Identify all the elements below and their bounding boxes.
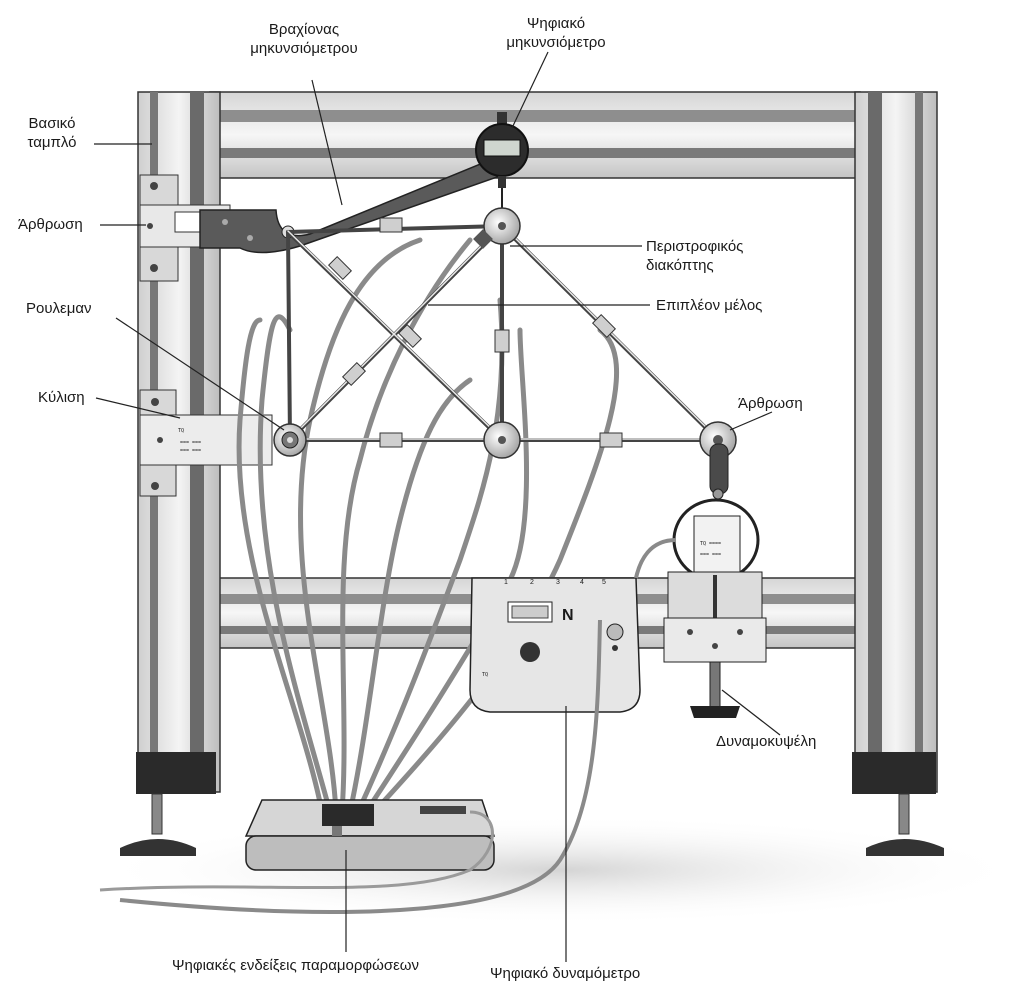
label-load-cell: Δυναμοκυψέλη — [716, 733, 817, 750]
strain-gauge-sleeves — [327, 217, 623, 448]
joint-hub-bottom — [483, 421, 521, 459]
force-display-unit: TQ — [469, 577, 641, 713]
bolt-icon — [150, 264, 158, 272]
foot-icon — [120, 793, 196, 856]
joint-hub-top — [473, 207, 521, 249]
knob-icon — [520, 642, 540, 662]
channel-number: 5 — [602, 579, 606, 586]
bolt-icon — [712, 643, 718, 649]
channel-number: 2 — [530, 579, 534, 586]
channel-number: 3 — [556, 579, 560, 586]
top-beam — [209, 91, 861, 179]
svg-text:=== ===: === === — [180, 448, 201, 454]
leader-bracket-arm — [311, 79, 343, 206]
label-strain-display: Ψηφιακές ενδείξεις παραμορφώσεων — [172, 957, 420, 974]
svg-text:TQ ====: TQ ==== — [700, 541, 721, 547]
label-rotary-switch: Περιστροφικός διακόπτης — [646, 238, 744, 274]
label-bearing: Ρουλεμαν — [26, 300, 92, 317]
leader-joint-right — [729, 411, 773, 431]
leader-bearing — [115, 317, 285, 431]
load-cell-cable — [634, 538, 677, 579]
bolt-icon — [147, 223, 153, 229]
label-force-meter: Ψηφιακό δυναμόμετρο — [490, 965, 641, 982]
bolt-icon — [247, 235, 253, 241]
label-roller: Κύλιση — [38, 389, 85, 406]
strain-display-unit — [244, 799, 496, 871]
svg-text:TQ: TQ — [178, 428, 184, 434]
leader-roller — [95, 397, 181, 419]
force-unit-label: N — [562, 607, 574, 624]
leader-lines — [94, 51, 781, 962]
label-base-panel: Βασικό ταμπλό — [27, 115, 77, 151]
leader-load-cell — [721, 689, 781, 736]
rotary-switch-knob — [473, 229, 493, 249]
bolt-icon — [150, 182, 158, 190]
foot-icon — [866, 793, 944, 856]
bolt-icon — [157, 437, 163, 443]
label-joint-left: Άρθρωση — [18, 216, 83, 233]
sensor-cables — [236, 237, 620, 815]
bearing-hub-left — [273, 423, 307, 457]
right-post — [852, 91, 938, 794]
dial-gauge-icon — [475, 112, 529, 210]
label-extra-member: Επιπλέον μέλος — [656, 297, 763, 314]
channel-number: 4 — [580, 579, 584, 586]
label-digital-gauge: Ψηφιακό μηκυνσιόμετρο — [506, 15, 606, 51]
svg-text:TQ: TQ — [482, 672, 488, 678]
bolt-icon — [222, 219, 228, 225]
knob-icon — [606, 623, 624, 641]
label-joint-right: Άρθρωση — [738, 395, 803, 412]
svg-text:=== ===: === === — [700, 552, 721, 558]
bolt-icon — [151, 482, 159, 490]
leader-digital-gauge — [511, 51, 549, 129]
bolt-icon — [687, 629, 693, 635]
bottom-left-bracket: TQ === === === === — [139, 389, 273, 497]
channel-row: 1 2 3 4 5 — [504, 578, 624, 588]
bolt-icon — [737, 629, 743, 635]
svg-text:=== ===: === === — [180, 440, 201, 446]
bolt-icon — [151, 398, 159, 406]
channel-number: 1 — [504, 579, 508, 586]
force-display-cable — [119, 619, 602, 914]
label-bracket-arm: Βραχίονας μηκυνσιόμετρου — [250, 21, 358, 57]
load-cell-assembly: TQ ==== === === — [663, 443, 767, 718]
strain-display-cable — [99, 810, 494, 892]
